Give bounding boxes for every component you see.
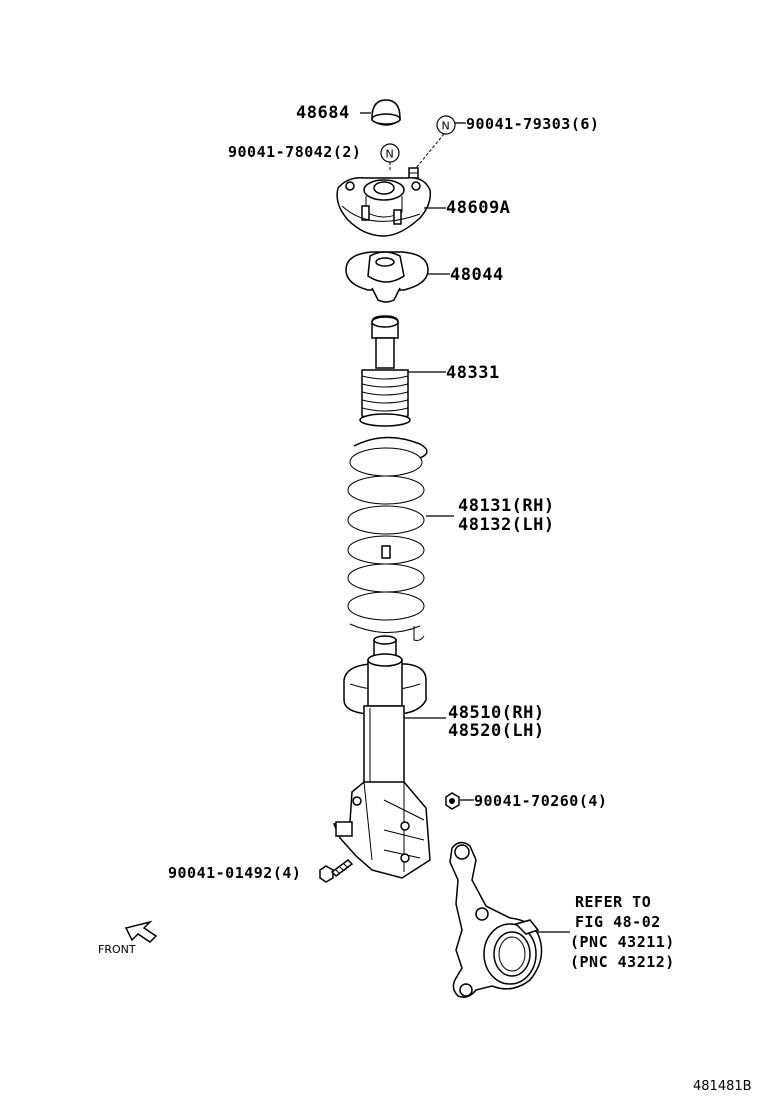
- label-48044: 48044: [450, 265, 504, 285]
- label-48684: 48684: [296, 103, 350, 123]
- leader-nut-right: [415, 133, 445, 169]
- label-48131: 48131(RH): [458, 496, 555, 516]
- steering-knuckle-reference[interactable]: [449, 841, 543, 998]
- front-arrow-icon: [124, 920, 158, 943]
- spring-insulator-48044[interactable]: [345, 251, 429, 303]
- bolt-icon[interactable]: [319, 859, 354, 883]
- label-48331: 48331: [446, 363, 500, 383]
- nut-icon[interactable]: [408, 167, 419, 179]
- svg-text:N: N: [442, 120, 450, 133]
- refer-line-2: FIG 48-02: [575, 913, 661, 931]
- label-48609a: 48609A: [446, 198, 510, 218]
- diagram-id: 481481B: [693, 1079, 752, 1094]
- n-mark-icon: N: [436, 115, 456, 135]
- nut-icon[interactable]: [445, 792, 460, 810]
- refer-line-3: (PNC 43211): [570, 933, 675, 951]
- refer-line-4: (PNC 43212): [570, 953, 675, 971]
- n-mark-icon: N: [380, 143, 400, 163]
- label-48520: 48520(LH): [448, 721, 545, 741]
- label-90041-01492: 90041-01492(4): [168, 864, 301, 882]
- label-90041-70260: 90041-70260(4): [474, 792, 607, 810]
- shock-absorber-48510[interactable]: [332, 635, 431, 879]
- coil-spring-48131[interactable]: [347, 436, 428, 641]
- refer-line-1: REFER TO: [575, 893, 651, 911]
- bound-stopper-48331[interactable]: [359, 315, 411, 427]
- label-90041-79303: 90041-79303(6): [466, 115, 599, 133]
- suspension-support-48609a[interactable]: [336, 176, 432, 237]
- dust-cap-48684[interactable]: [371, 99, 401, 126]
- label-48510: 48510(RH): [448, 703, 545, 723]
- label-48132: 48132(LH): [458, 515, 555, 535]
- label-90041-78042: 90041-78042(2): [228, 143, 361, 161]
- front-label: FRONT: [98, 943, 136, 956]
- svg-text:N: N: [386, 148, 394, 161]
